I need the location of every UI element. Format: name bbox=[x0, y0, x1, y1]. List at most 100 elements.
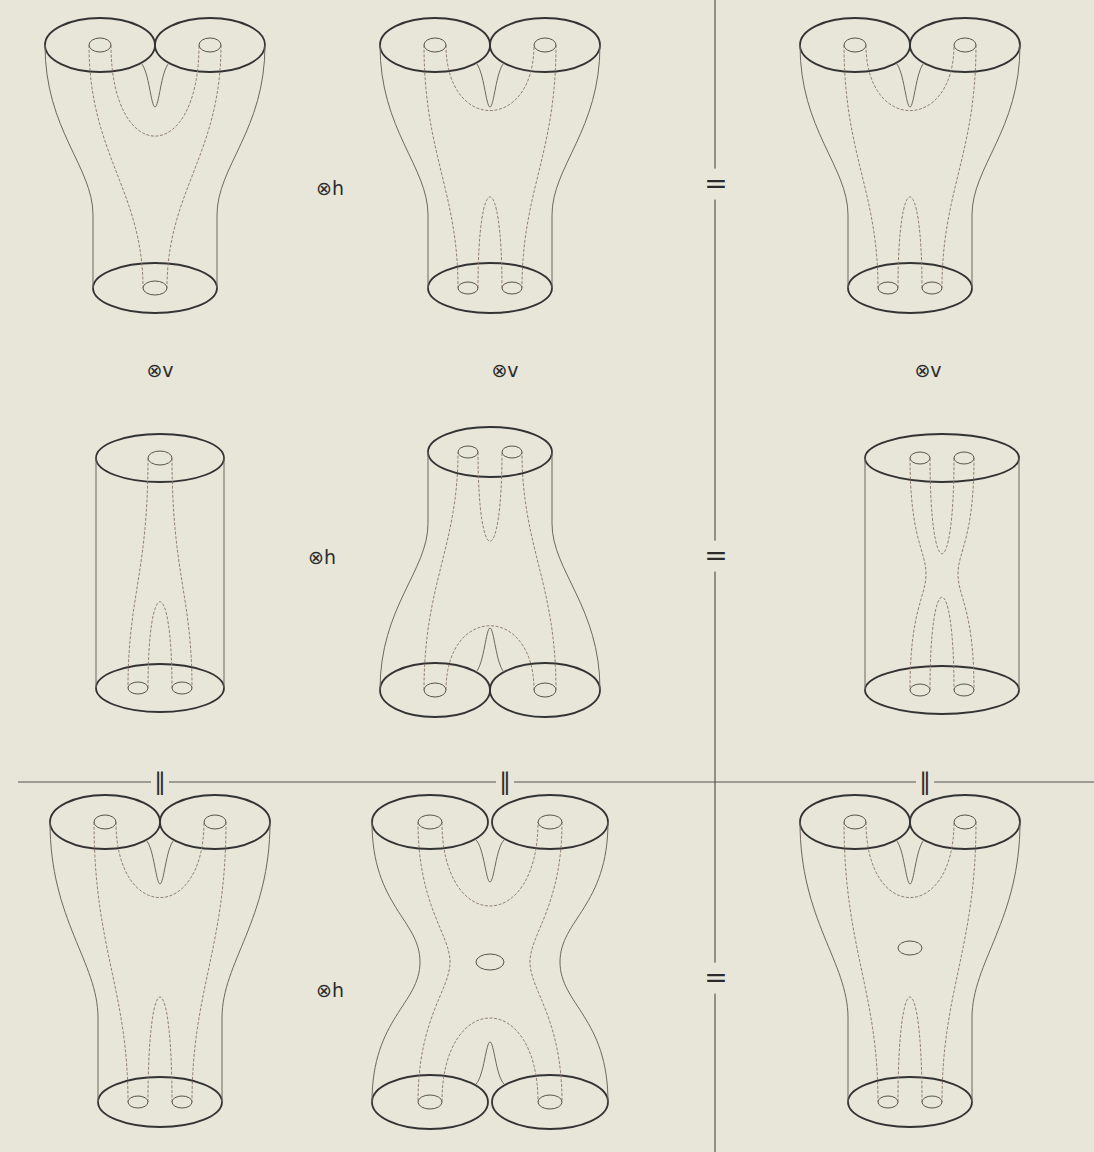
inner-tube-line bbox=[942, 45, 976, 288]
hole-circle bbox=[538, 815, 562, 829]
surface-outline bbox=[96, 458, 97, 688]
cobordism-figure bbox=[372, 795, 608, 1129]
surface-outline bbox=[972, 822, 1020, 1102]
surface-outline bbox=[476, 840, 504, 882]
hole-circle bbox=[128, 1096, 148, 1108]
inner-tube-line bbox=[418, 822, 450, 1102]
boundary-circle bbox=[848, 1077, 972, 1127]
cobordism-figure bbox=[380, 18, 600, 313]
hole-circle bbox=[878, 282, 898, 294]
hole-circle bbox=[89, 38, 111, 52]
hole-circle bbox=[534, 38, 556, 52]
inner-tube-line bbox=[442, 822, 538, 906]
operator-wrap: ⊗v bbox=[143, 360, 176, 381]
surface-outline bbox=[45, 45, 93, 288]
operator-wrap: = bbox=[701, 963, 730, 994]
hole-circle bbox=[954, 452, 974, 464]
hole-circle bbox=[502, 446, 522, 458]
surface-outline bbox=[972, 45, 1020, 288]
hole-circle bbox=[910, 452, 930, 464]
hole-circle bbox=[128, 682, 148, 694]
boundary-circle bbox=[490, 18, 600, 72]
boundary-circle bbox=[98, 1077, 222, 1127]
hole-circle bbox=[424, 38, 446, 52]
boundary-circle bbox=[800, 18, 910, 72]
surface-outline bbox=[896, 840, 924, 884]
inner-tube-line bbox=[478, 197, 502, 288]
inner-tube-line bbox=[522, 45, 556, 288]
operator-wrap: ∥ bbox=[916, 769, 934, 795]
hole-circle bbox=[172, 682, 192, 694]
hole-circle bbox=[418, 815, 442, 829]
hole-circle bbox=[502, 282, 522, 294]
hole-circle bbox=[148, 451, 172, 465]
boundary-circle bbox=[372, 795, 488, 849]
boundary-circle bbox=[380, 18, 490, 72]
hole-circle bbox=[878, 1096, 898, 1108]
boundary-circle bbox=[50, 795, 160, 849]
surface-outline bbox=[476, 63, 504, 107]
cobordism-figure bbox=[96, 434, 224, 712]
hole-circle bbox=[954, 815, 976, 829]
surface-outline bbox=[896, 63, 924, 107]
operator-wrap: = bbox=[701, 541, 730, 572]
surface-outline bbox=[146, 840, 174, 884]
boundary-circle bbox=[492, 795, 608, 849]
hole-circle bbox=[204, 815, 226, 829]
inner-tube-line bbox=[148, 602, 172, 688]
surface-outline bbox=[552, 45, 600, 288]
operator-symbol: ∥ bbox=[916, 769, 934, 795]
inner-tube-line bbox=[89, 45, 143, 288]
operator-wrap: ⊗h bbox=[313, 980, 347, 1001]
hole-circle bbox=[954, 684, 974, 696]
hole-circle bbox=[476, 954, 504, 970]
hole-circle bbox=[538, 1095, 562, 1109]
hole-circle bbox=[424, 683, 446, 697]
operator-wrap: ⊗h bbox=[313, 178, 347, 199]
inner-tube-line bbox=[930, 458, 954, 554]
operator-wrap: = bbox=[701, 169, 730, 200]
surface-outline bbox=[560, 822, 608, 1102]
boundary-circle bbox=[490, 663, 600, 717]
surface-outline bbox=[476, 1042, 504, 1084]
inner-tube-line bbox=[172, 458, 192, 688]
cobordism-figure bbox=[800, 795, 1020, 1127]
hole-circle bbox=[458, 446, 478, 458]
surface-outline bbox=[476, 628, 504, 672]
surface-outline bbox=[1019, 458, 1020, 690]
hole-circle bbox=[199, 38, 221, 52]
hole-circle bbox=[954, 38, 976, 52]
boundary-circle bbox=[865, 434, 1019, 482]
surface-outline bbox=[50, 822, 98, 1102]
surface-outline bbox=[800, 822, 848, 1102]
inner-tube-line bbox=[446, 626, 534, 690]
operator-symbol: ⊗h bbox=[313, 980, 347, 1001]
boundary-circle bbox=[848, 263, 972, 313]
boundary-circle bbox=[800, 795, 910, 849]
hole-circle bbox=[143, 281, 167, 295]
boundary-circle bbox=[96, 664, 224, 712]
hole-circle bbox=[844, 815, 866, 829]
operator-symbol: ∥ bbox=[151, 769, 169, 795]
operator-symbol: ⊗v bbox=[488, 360, 521, 381]
surface-outline bbox=[865, 458, 866, 690]
inner-tube-line bbox=[111, 45, 199, 136]
surface-outline bbox=[372, 822, 420, 1102]
surface-outline bbox=[380, 452, 428, 690]
inner-tube-line bbox=[148, 997, 172, 1102]
operator-symbol: = bbox=[701, 963, 730, 994]
hole-circle bbox=[910, 684, 930, 696]
hole-circle bbox=[922, 1096, 942, 1108]
boundary-circle bbox=[428, 263, 552, 313]
operator-symbol: ∥ bbox=[496, 769, 514, 795]
cobordism-figure bbox=[380, 427, 600, 717]
hole-circle bbox=[172, 1096, 192, 1108]
inner-tube-line bbox=[128, 458, 148, 688]
surface-outline bbox=[800, 45, 848, 288]
boundary-circle bbox=[910, 795, 1020, 849]
inner-tube-line bbox=[530, 822, 562, 1102]
inner-tube-line bbox=[442, 1018, 538, 1102]
inner-tube-line bbox=[898, 997, 922, 1102]
